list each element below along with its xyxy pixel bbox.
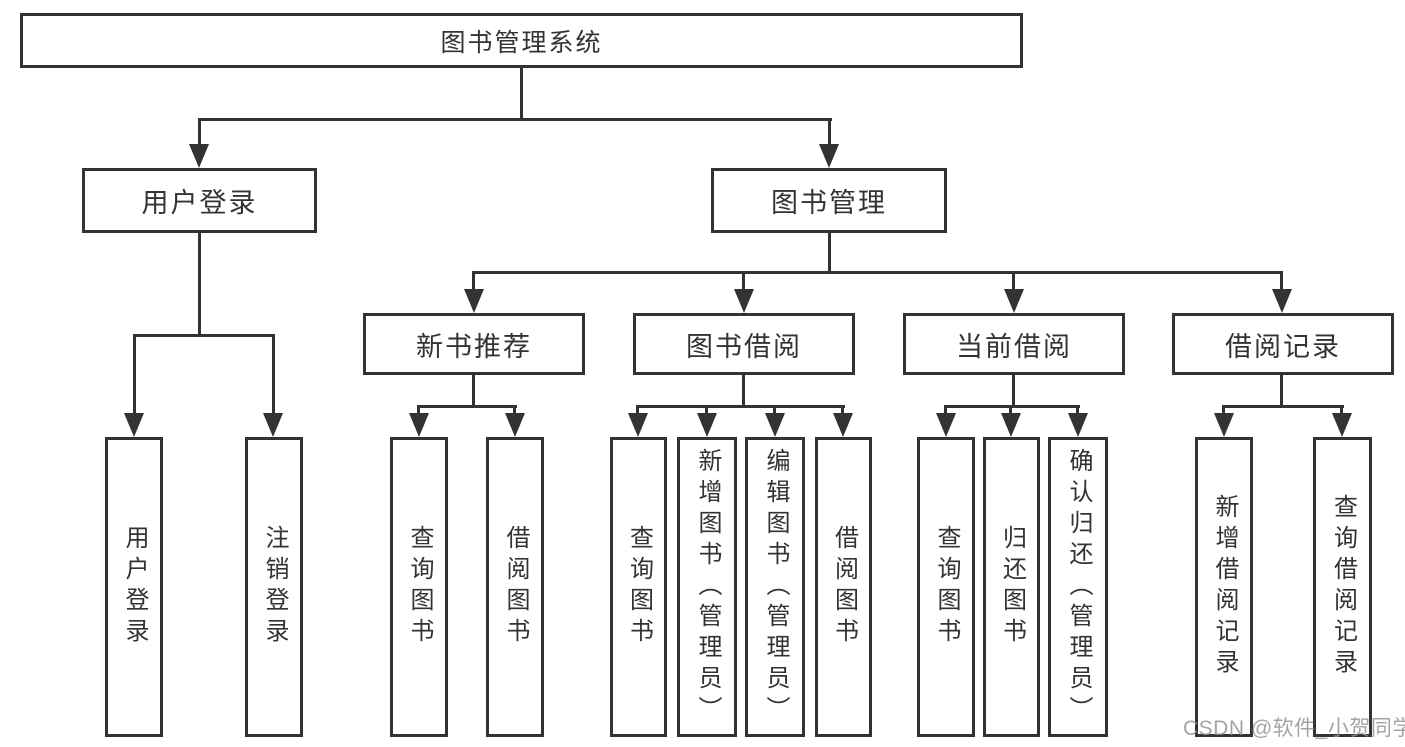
arrowhead-down-icon	[628, 413, 648, 437]
connector-line	[272, 334, 275, 420]
connector-line	[636, 405, 845, 408]
node-current-borrow: 当前借阅	[903, 313, 1125, 375]
arrowhead-down-icon	[124, 413, 144, 437]
arrowhead-down-icon	[765, 413, 785, 437]
leaf-query-books-borrow: 查询图书	[610, 437, 667, 737]
leaf-add-book-admin: 新增图书（管理员）	[677, 437, 737, 737]
connector-line	[773, 405, 776, 420]
arrowhead-down-icon	[263, 413, 283, 437]
connector-line	[198, 118, 832, 121]
arrowhead-down-icon	[464, 289, 484, 313]
arrowhead-down-icon	[697, 413, 717, 437]
node-book-management: 图书管理	[711, 168, 947, 233]
connector-line	[944, 405, 1080, 408]
arrowhead-down-icon	[833, 413, 853, 437]
leaf-add-borrow-record: 新增借阅记录	[1195, 437, 1253, 737]
connector-line	[742, 271, 745, 295]
leaf-borrow-books-borrow: 借阅图书	[815, 437, 872, 737]
connector-line	[1012, 271, 1015, 295]
arrowhead-down-icon	[409, 413, 429, 437]
connector-line	[1340, 405, 1343, 420]
connector-line	[705, 405, 708, 420]
arrowhead-down-icon	[1332, 413, 1352, 437]
node-new-book-recommend: 新书推荐	[363, 313, 585, 375]
connector-line	[472, 375, 475, 407]
leaf-edit-book-admin: 编辑图书（管理员）	[745, 437, 805, 737]
connector-line	[520, 68, 523, 120]
connector-line	[198, 118, 201, 148]
connector-line	[828, 233, 831, 273]
arrowhead-down-icon	[819, 144, 839, 168]
arrowhead-down-icon	[1004, 289, 1024, 313]
leaf-return-books: 归还图书	[983, 437, 1040, 737]
connector-line	[417, 405, 420, 420]
arrowhead-down-icon	[734, 289, 754, 313]
connector-line	[944, 405, 947, 420]
arrowhead-down-icon	[505, 413, 525, 437]
connector-line	[1009, 405, 1012, 420]
node-book-borrow: 图书借阅	[633, 313, 855, 375]
watermark: CSDN @软件_小贺同学	[1183, 717, 1405, 740]
connector-line	[133, 334, 136, 420]
connector-line	[198, 233, 201, 336]
connector-line	[513, 405, 516, 420]
connector-line	[1222, 405, 1225, 420]
leaf-borrow-books-newbook: 借阅图书	[486, 437, 544, 737]
connector-line	[1076, 405, 1079, 420]
node-user-login: 用户登录	[82, 168, 317, 233]
connector-line	[636, 405, 639, 420]
leaf-confirm-return-admin: 确认归还（管理员）	[1048, 437, 1108, 737]
connector-line	[828, 118, 831, 148]
leaf-query-books-current: 查询图书	[917, 437, 975, 737]
leaf-query-books-newbook: 查询图书	[390, 437, 448, 737]
leaf-query-borrow-record: 查询借阅记录	[1313, 437, 1372, 737]
arrowhead-down-icon	[1001, 413, 1021, 437]
connector-line	[1280, 375, 1283, 407]
leaf-user-login: 用户登录	[105, 437, 163, 737]
arrowhead-down-icon	[189, 144, 209, 168]
connector-line	[472, 271, 475, 295]
arrowhead-down-icon	[1272, 289, 1292, 313]
arrowhead-down-icon	[936, 413, 956, 437]
node-borrow-records: 借阅记录	[1172, 313, 1394, 375]
connector-line	[742, 375, 745, 407]
connector-line	[417, 405, 517, 408]
connector-line	[472, 271, 1283, 274]
arrowhead-down-icon	[1214, 413, 1234, 437]
leaf-logout: 注销登录	[245, 437, 303, 737]
connector-line	[1222, 405, 1344, 408]
connector-line	[1280, 271, 1283, 295]
connector-line	[133, 334, 275, 337]
connector-line	[1012, 375, 1015, 407]
arrowhead-down-icon	[1068, 413, 1088, 437]
connector-line	[841, 405, 844, 420]
node-root: 图书管理系统	[20, 13, 1023, 68]
